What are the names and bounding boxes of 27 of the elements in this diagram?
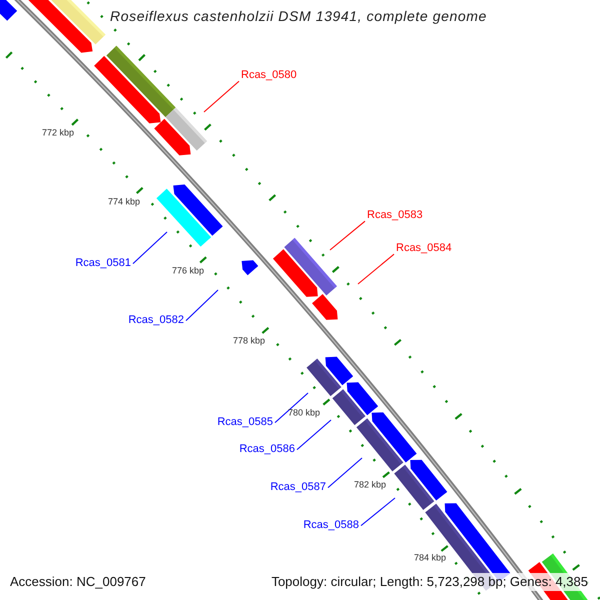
leader-line [360,498,396,526]
gene-label: Rcas_0580 [241,69,297,82]
scale-label: 782 kbp [354,480,386,490]
scale-label: 780 kbp [288,408,320,418]
leader-line [274,392,308,424]
gene-label: Rcas_0582 [128,314,184,328]
gene-label: Rcas_0587 [270,481,326,494]
leader-line [358,254,394,284]
gene-label: Rcas_0586 [239,443,295,456]
leader-line [204,80,240,112]
gene-label: Rcas_0584 [396,242,452,256]
scale-label: 778 kbp [232,336,266,346]
genome-stats-text: Topology: circular; Length: 5,723,298 bp; Genes: 4,385 [269,573,590,591]
scale-label: 784 kbp [414,552,446,564]
scale-label: 772 kbp [42,128,74,138]
leader-line [328,458,362,488]
leader-line [132,232,168,264]
scale-label: 774 kbp [108,196,140,208]
gene-label: Rcas_0583 [367,209,423,222]
leader-line [296,420,332,450]
leader-line [330,220,366,250]
map-title: Roseiflexus castenholzii DSM 13941, complete genome [110,8,487,25]
scale-label: 776 kbp [172,266,204,276]
gene-label: Rcas_0581 [75,257,131,270]
gene-label: Rcas_0585 [217,416,273,430]
leader-line [186,290,218,322]
gene-label: Rcas_0588 [303,519,359,532]
